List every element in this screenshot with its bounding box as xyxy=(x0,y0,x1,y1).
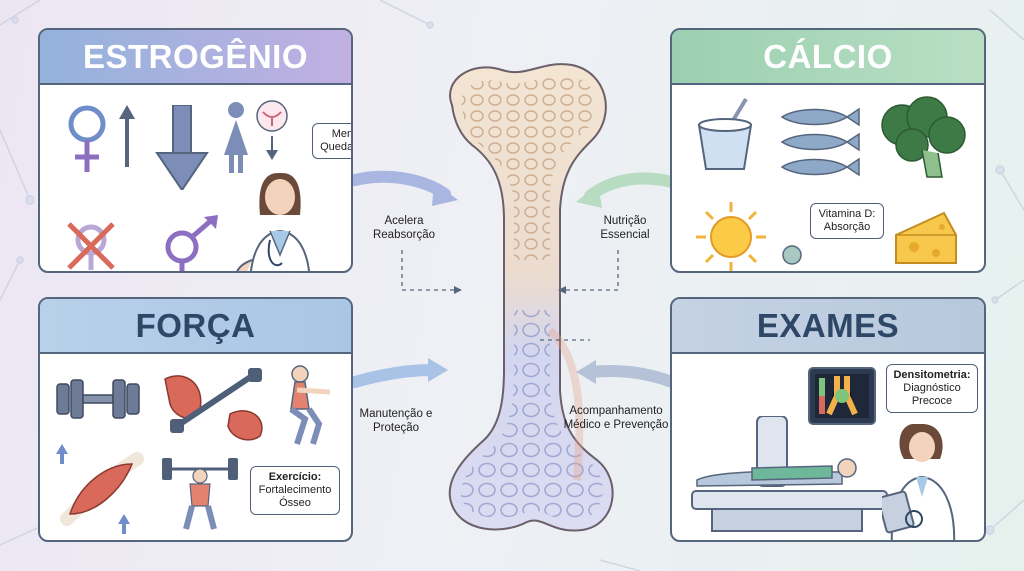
crossed-female-icon xyxy=(67,222,115,270)
xray-monitor-icon xyxy=(808,367,876,425)
panel-title-calcio: CÁLCIO xyxy=(672,30,984,85)
panel-title-estrogenio: ESTROGÊNIO xyxy=(40,30,351,85)
doctor-icon xyxy=(236,173,310,271)
bubble-exercicio-text: Fortalecimento Ósseo xyxy=(258,484,332,509)
down-arrow-icon xyxy=(155,105,209,190)
broccoli-icon xyxy=(881,96,966,178)
bone-icon xyxy=(448,63,614,532)
bubble-menopausa: Menopausa: Queda Hormonal xyxy=(312,123,351,159)
panel-estrogenio: ESTROGÊNIO xyxy=(38,28,353,273)
scanner-icon xyxy=(691,416,888,532)
flow-label-forca: Manutenção e Proteção xyxy=(359,408,433,434)
cheese-icon xyxy=(895,211,957,264)
bubble-exercicio-title: Exercício: xyxy=(268,471,322,483)
flow-arrows xyxy=(350,170,678,388)
bubble-densitometria: Densitometria: Diagnóstico Precoce xyxy=(886,364,978,413)
flow-label-calcio: Nutrição Essencial xyxy=(600,215,650,241)
gender-symbol-icon xyxy=(165,215,218,271)
panel-title-exames: EXAMES xyxy=(672,299,984,354)
muscle-bone-icon xyxy=(56,444,144,534)
sun-icon xyxy=(696,202,766,271)
yogurt-icon xyxy=(697,97,753,170)
squat-icon xyxy=(289,365,331,445)
fish-icon xyxy=(780,107,860,177)
female-symbol-icon xyxy=(68,105,106,172)
arm-band-icon xyxy=(164,368,263,441)
woman-icon xyxy=(224,102,248,173)
uterus-icon xyxy=(256,100,288,160)
flow-label-exames: Acompanhamento Médico e Prevenção xyxy=(563,405,669,431)
bubble-exercicio: Exercício: Fortalecimento Ósseo xyxy=(250,466,340,515)
person-icon xyxy=(782,245,802,265)
dumbbell-icon xyxy=(56,379,140,419)
panel-forca: FORÇA xyxy=(38,297,353,542)
up-arrow-icon xyxy=(119,105,135,167)
panel-calcio: CÁLCIO xyxy=(670,28,986,273)
weightlifter-icon xyxy=(162,458,238,530)
doctor-tablet-icon xyxy=(882,424,956,540)
bubble-vitamina-d: Vitamina D: Absorção xyxy=(810,203,884,239)
patient-icon xyxy=(696,458,857,487)
bubble-densitometria-text: Diagnóstico Precoce xyxy=(903,382,961,407)
panel-exames: EXAMES Densitometria: xyxy=(670,297,986,542)
panel-title-forca: FORÇA xyxy=(40,299,351,354)
bubble-densitometria-title: Densitometria: xyxy=(893,369,971,381)
flow-label-estrogenio: Acelera Reabsorção xyxy=(372,215,435,241)
